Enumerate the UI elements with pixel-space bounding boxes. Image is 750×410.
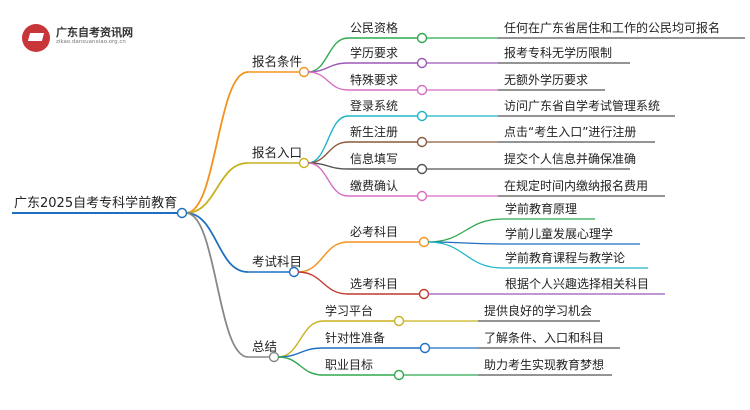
subject-node: 学前教育课程与教学论 [505, 250, 625, 265]
graduation-cap-icon [22, 24, 50, 52]
branch-node-dot [268, 351, 280, 363]
branch-node: 总结 [252, 339, 277, 354]
detail-node: 任何在广东省居住和工作的公民均可报名 [504, 20, 720, 35]
child-node-dot [416, 32, 428, 44]
child-node-dot [416, 110, 428, 122]
detail-node: 了解条件、入口和科目 [484, 331, 604, 345]
branch-connector [185, 162, 249, 214]
branch-connector [185, 71, 249, 214]
subject-connector [427, 241, 504, 269]
child-connector [297, 271, 349, 295]
child-node-dot [393, 315, 405, 327]
root-node: 广东2025自考专科学前教育 [14, 195, 177, 211]
child-node: 登录系统 [350, 98, 398, 113]
detail-node: 提交个人信息并确保准确 [504, 151, 636, 166]
child-node-dot [418, 236, 430, 248]
subject-connector [427, 218, 504, 243]
detail-node: 无额外学历要求 [504, 72, 588, 87]
logo-subtitle: zikao.dansuanxiao.org.cn [56, 39, 126, 45]
branch-node-dot [288, 266, 300, 278]
subject-node: 根据个人兴趣选择相关科目 [505, 276, 649, 291]
subject-node: 学前教育原理 [505, 201, 577, 216]
detail-node: 助力考生实现教育梦想 [484, 357, 604, 372]
child-connector [297, 241, 349, 273]
child-node-dot [416, 163, 428, 175]
child-connector [307, 141, 349, 164]
child-node-dot [416, 84, 428, 96]
logo-title: 广东自考资讯网 [56, 26, 133, 39]
child-connector [307, 162, 349, 197]
child-node: 特殊要求 [350, 72, 398, 87]
child-node: 公民资格 [350, 20, 398, 35]
child-node: 学习平台 [325, 303, 373, 318]
child-node: 信息填写 [350, 151, 398, 166]
child-node: 新生注册 [350, 124, 398, 139]
child-node: 选考科目 [350, 277, 398, 291]
site-logo: 广东自考资讯网 zikao.dansuanxiao.org.cn [22, 22, 182, 54]
branch-node-dot [298, 157, 310, 169]
branch-connector [185, 212, 249, 273]
branch-node: 报名条件 [252, 54, 302, 69]
child-node: 学历要求 [350, 45, 398, 60]
child-node-dot [393, 369, 405, 381]
detail-node: 提供良好的学习机会 [484, 303, 592, 318]
branch-node-dot [298, 66, 310, 78]
detail-node: 在规定时间内缴纳报名费用 [504, 178, 648, 193]
child-node-dot [416, 190, 428, 202]
child-node: 必考科目 [350, 225, 398, 239]
child-connector [277, 320, 324, 358]
detail-node: 点击“考生入口”进行注册 [504, 124, 636, 139]
child-node: 缴费确认 [350, 178, 398, 193]
child-node-dot [418, 288, 430, 300]
child-connector [307, 115, 349, 164]
branch-node: 考试科目 [252, 254, 302, 269]
child-node-dot [416, 57, 428, 69]
child-connector [307, 71, 349, 91]
child-node-dot [419, 342, 431, 354]
branch-connector [185, 212, 249, 358]
detail-node: 访问广东省自学考试管理系统 [504, 98, 660, 113]
detail-node: 报考专科无学历限制 [504, 45, 612, 60]
child-node: 职业目标 [325, 358, 373, 372]
child-node: 针对性准备 [325, 330, 385, 345]
child-node-dot [416, 136, 428, 148]
branch-node: 报名入口 [252, 145, 302, 160]
subject-node: 学前儿童发展心理学 [505, 226, 613, 241]
root-node-dot [176, 207, 188, 219]
child-connector [277, 356, 324, 376]
